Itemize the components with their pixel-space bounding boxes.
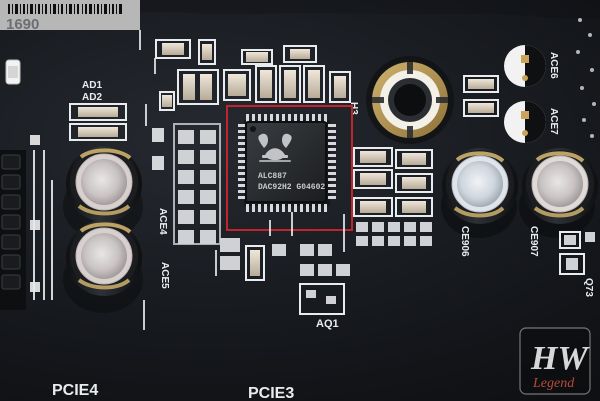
- label-ace4: ACE4: [157, 208, 168, 235]
- label-ace5: ACE5: [159, 262, 170, 289]
- label-ce906: CE906: [459, 226, 470, 257]
- left-traces: [33, 150, 53, 300]
- chip-line-2: DAC92H2 G04602: [258, 183, 325, 192]
- capacitor-ce907: [519, 148, 598, 238]
- ad-components: [69, 103, 127, 141]
- label-ad2: AD2: [82, 92, 102, 103]
- label-aq1: AQ1: [316, 318, 339, 330]
- realtek-logo-icon: [258, 133, 292, 162]
- capacitor-ace5: [63, 220, 143, 313]
- label-q73: Q73: [583, 278, 594, 297]
- q73-components: [559, 231, 595, 275]
- mounting-hole-h3: [366, 56, 454, 144]
- label-ace7: ACE7: [548, 108, 559, 135]
- hwlegend-watermark: HW Legend: [519, 327, 591, 395]
- highlight-box: [226, 105, 353, 231]
- board-traces: [139, 30, 345, 330]
- right-edge-vias: [576, 18, 596, 138]
- watermark-sub: Legend: [532, 376, 575, 391]
- label-ce907: CE907: [528, 226, 539, 257]
- smd-cluster: [152, 39, 433, 315]
- label-ace6: ACE6: [548, 52, 559, 79]
- label-ad1: AD1: [82, 80, 102, 91]
- chip-line-1: ALC887: [258, 172, 287, 181]
- ace7-pad: [504, 101, 546, 143]
- left-small-component: [5, 59, 21, 85]
- ace6-pad: [504, 45, 546, 87]
- label-h3: H3: [348, 102, 359, 115]
- label-pcie3: PCIE3: [248, 385, 294, 401]
- capacitor-ace4: [63, 146, 143, 240]
- label-pcie4: PCIE4: [52, 382, 98, 399]
- sticker-text: 1690: [6, 16, 39, 33]
- serial-sticker: 1690: [0, 0, 140, 33]
- right-smd-pair: [463, 75, 499, 117]
- watermark-main: HW: [530, 340, 590, 377]
- audio-codec-chip: ALC887 DAC92H2 G04602: [238, 114, 336, 212]
- capacitor-ce906: [441, 148, 518, 238]
